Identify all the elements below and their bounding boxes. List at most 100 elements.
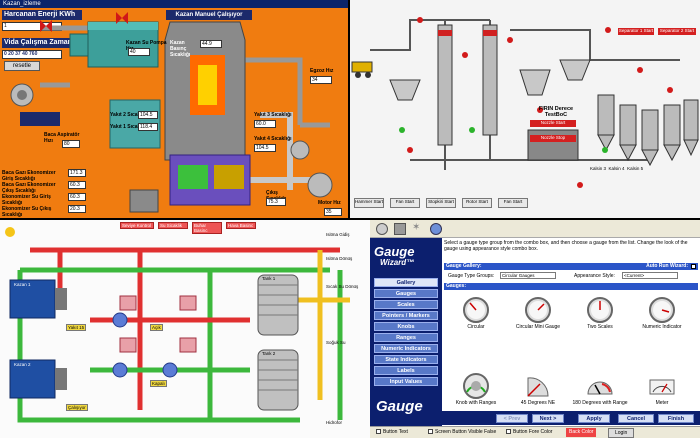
- motor-speed-label: Motor Hız: [318, 200, 341, 206]
- inlet-temp-value: 118.4: [138, 123, 158, 131]
- separator1-button[interactable]: Separator 1 Start: [618, 28, 654, 35]
- finish-button[interactable]: Finish: [658, 414, 694, 423]
- silo-label-1: Kalsin 3: [590, 166, 607, 171]
- gallery-header-text: Gauge Gallery:: [446, 263, 482, 269]
- pressure-value: 44.9: [200, 40, 222, 48]
- login-button[interactable]: Login: [608, 428, 635, 438]
- gauge-tile-label: Circular Mini Gauge: [515, 324, 561, 330]
- gauge-tile-circular[interactable]: Circular: [448, 296, 504, 334]
- gauge-tile-two-scales[interactable]: Two Scales: [572, 296, 628, 334]
- gauge-tile-circular-mini[interactable]: Circular Mini Gauge: [510, 296, 566, 334]
- nav-ranges[interactable]: Ranges: [374, 333, 438, 342]
- silo-label-3: Kalsin 5: [627, 166, 644, 171]
- prop-button-text[interactable]: Button Text: [376, 427, 408, 438]
- boiler-scada-panel: Kazan_izleme Harcanan Enerji KWh 1 Vida …: [0, 0, 348, 218]
- gauge-tile-180-degrees[interactable]: 180 Degrees with Range: [572, 372, 628, 410]
- motor-temp-label: Yakıt 3 Sıcaklığı: [254, 112, 292, 118]
- prop-label: Button Text: [383, 429, 408, 435]
- right-label-2: Isitma Dönüş: [326, 256, 353, 261]
- wizard-content: Select a gauge type group from the combo…: [442, 238, 700, 428]
- operation-value: 0 20 37 40 760: [2, 50, 62, 59]
- separator2-button[interactable]: Separator 2 Start: [658, 28, 696, 35]
- nozzle-stop-button[interactable]: Nozzle Stop: [530, 135, 576, 142]
- fan-speed-value: 34: [310, 76, 332, 84]
- prop-back-color[interactable]: Back Color: [566, 428, 597, 437]
- knob-gauge-icon: [463, 373, 489, 399]
- style-label: Appearance Style:: [574, 273, 615, 279]
- nav-gauges[interactable]: Gauges: [374, 289, 438, 298]
- auto-run-label: Auto Run Wizard:: [646, 263, 688, 269]
- prop-fore-color[interactable]: Button Fore Color: [506, 427, 552, 438]
- toolbar-gauge-icon[interactable]: [376, 223, 388, 235]
- gauge-tile-label: 45 Degrees NE: [520, 400, 556, 406]
- prop-visible-false[interactable]: Screen Button Visible False: [428, 427, 496, 438]
- economizer-out-value: 20.3: [68, 205, 86, 213]
- status-tag-2: Açık: [150, 324, 163, 331]
- group-label: Gauge Type Groups:: [448, 273, 495, 279]
- plant-button-1[interactable]: Hammer Start: [354, 198, 384, 208]
- cancel-button[interactable]: Cancel: [618, 414, 654, 423]
- reset-button[interactable]: resetle: [4, 61, 40, 71]
- gauge-tile-numeric[interactable]: Numeric Indicator: [634, 296, 690, 334]
- silo-labels: Kalsin 3 Kalsin 4 Kalsin 5: [590, 166, 700, 171]
- aspirator-label: Baca Aspiratör Hızı: [44, 132, 80, 144]
- wizard-logo: Gauge: [374, 244, 415, 259]
- tag-air-pressure: Hava Basinc: [226, 222, 256, 229]
- gauge-tile-label: Two Scales: [587, 324, 613, 330]
- nav-gallery[interactable]: Gallery: [374, 278, 438, 287]
- style-select[interactable]: <Current>: [622, 272, 678, 279]
- gauge-tile-45-degrees[interactable]: 45 Degrees NE: [510, 372, 566, 410]
- gallery-header: Gauge Gallery: Auto Run Wizard:: [444, 263, 698, 270]
- gauge-wizard-window: ✶ Gauge Wizard™ Gallery Gauges Scales Po…: [370, 220, 700, 438]
- inlet-temp-label: Yakıt 1 Sıcaklığı: [110, 124, 148, 130]
- kiln-subtitle: TestBoC: [544, 112, 568, 118]
- energy-label: Harcanan Enerji KWh: [2, 10, 82, 20]
- sidebar-bottom-logo: Gauge: [376, 398, 423, 415]
- aspirator-value: 80: [62, 140, 80, 148]
- unit1-label: Kazan 1: [14, 282, 31, 287]
- nav-scales[interactable]: Scales: [374, 300, 438, 309]
- group-select[interactable]: Circular Gauges: [500, 272, 556, 279]
- plant-button-5[interactable]: Fan Start: [498, 198, 528, 208]
- fan-speed-label: Egzoz Hız: [310, 68, 334, 74]
- plant-button-4[interactable]: Rotor Start: [462, 198, 492, 208]
- wizard-logo-sub: Wizard™: [380, 258, 415, 267]
- toolbar-star-icon[interactable]: ✶: [412, 222, 421, 233]
- plant-button-2[interactable]: Fan Start: [390, 198, 420, 208]
- toolbar-help-icon[interactable]: [430, 223, 442, 235]
- wizard-sidebar: Gauge Wizard™ Gallery Gauges Scales Poin…: [370, 238, 442, 428]
- nav-state-indicators[interactable]: State Indicators: [374, 355, 438, 364]
- right-label-4: Soğuk Su: [326, 340, 346, 345]
- exit-temp-value: 75.3: [266, 198, 286, 206]
- apply-button[interactable]: Apply: [578, 414, 610, 423]
- plant-button-3[interactable]: Stopkiri Start: [426, 198, 456, 208]
- operation-label: Vida Çalışma Zamanı: [2, 38, 82, 48]
- wizard-description: Select a gauge type group from the combo…: [444, 240, 688, 252]
- circular-gauge-icon: [463, 297, 489, 323]
- gas-outlet-value: 60.3: [68, 181, 86, 189]
- prev-button[interactable]: < Prev: [496, 414, 528, 423]
- wizard-toolbar: ✶: [370, 220, 700, 238]
- nav-input-values[interactable]: Input Values: [374, 377, 438, 386]
- gauge-tile-meter[interactable]: Meter: [634, 372, 690, 410]
- next-button[interactable]: Next >: [532, 414, 564, 423]
- prop-label: Screen Button Visible False: [435, 429, 497, 435]
- gauge-tile-label: Meter: [655, 400, 669, 406]
- silo-label-2: Kalsin 4: [608, 166, 625, 171]
- economizer-out-label: Ekonomizer Su Çıkış Sıcaklığı: [2, 206, 52, 218]
- toolbar-settings-icon[interactable]: [394, 223, 406, 235]
- auto-run-checkbox[interactable]: [691, 264, 696, 269]
- gauge-tile-knob[interactable]: Knob with Ranges: [448, 372, 504, 410]
- gauge-tile-label: Knob with Ranges: [455, 400, 497, 406]
- nav-numeric-indicators[interactable]: Numeric Indicators: [374, 344, 438, 353]
- nav-pointers[interactable]: Pointers / Markers: [374, 311, 438, 320]
- pipe-diagram: [5, 227, 350, 423]
- gauge-tile-label: Circular: [467, 324, 485, 330]
- nav-labels[interactable]: Labels: [374, 366, 438, 375]
- nav-knobs[interactable]: Knobs: [374, 322, 438, 331]
- tag-level-control: Seviye Kontrol: [120, 222, 154, 229]
- prop-label: Button Fore Color: [513, 429, 553, 435]
- economizer-in-value: 60.3: [68, 193, 86, 201]
- nozzle-start-button[interactable]: Nozzle Start: [530, 120, 576, 127]
- motor-speed-value: 35: [324, 208, 342, 216]
